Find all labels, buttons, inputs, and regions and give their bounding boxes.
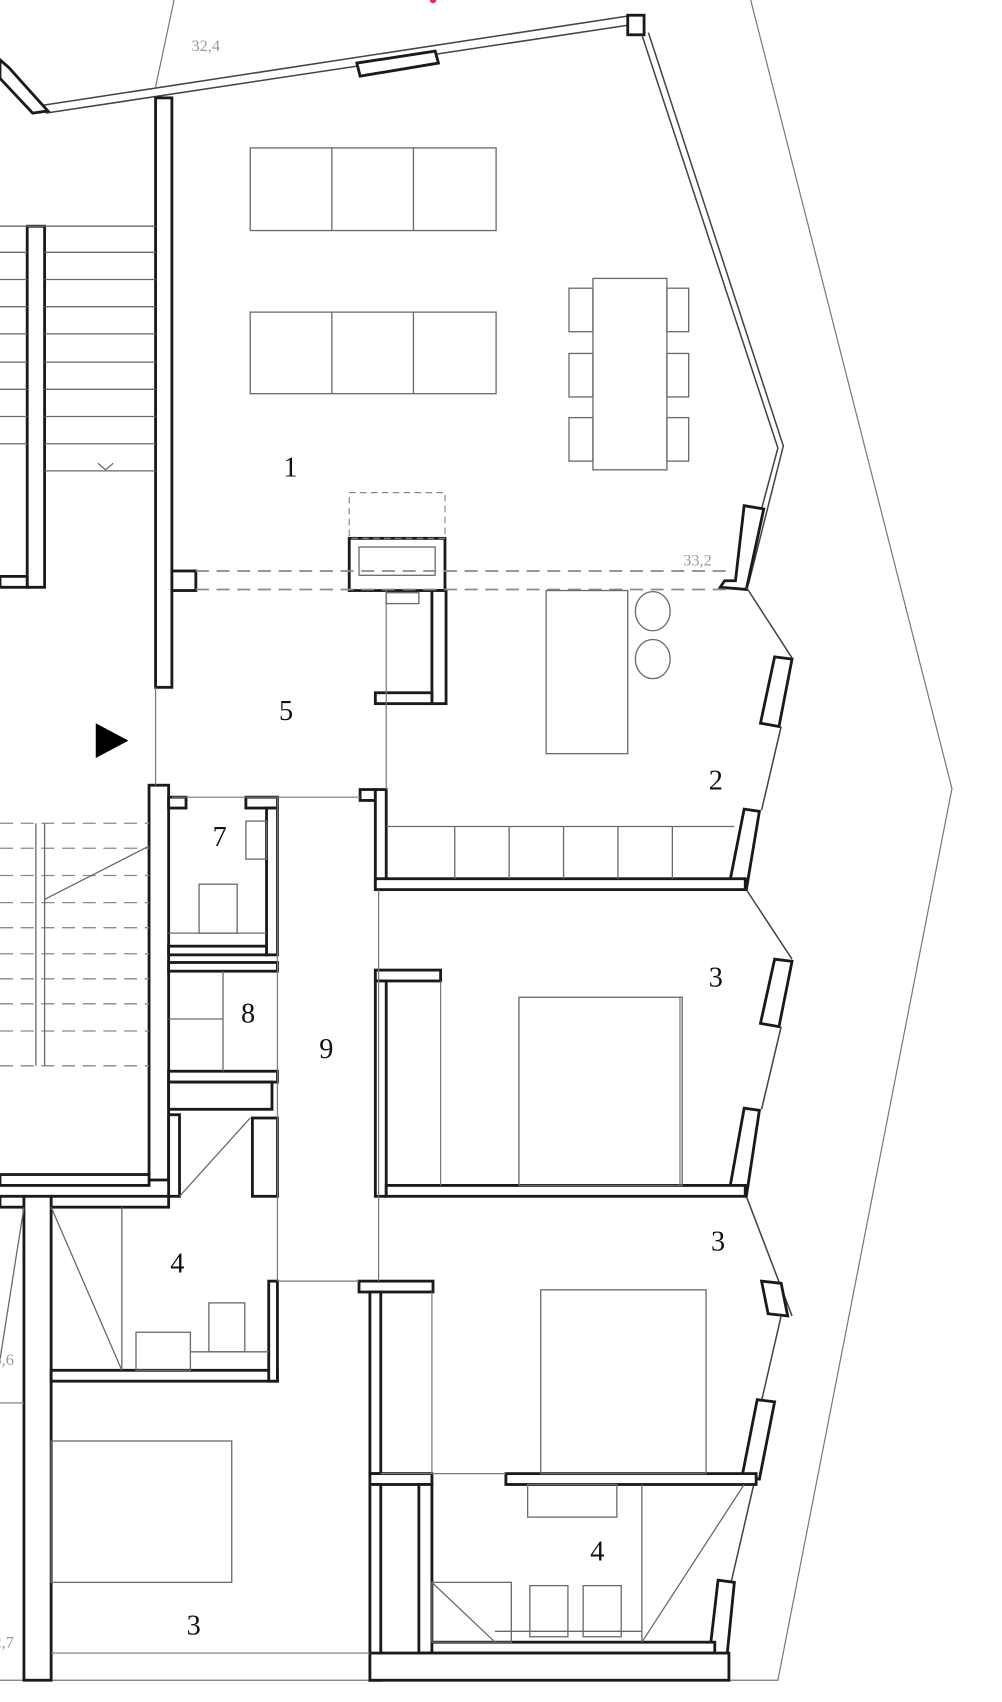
kitchen-island (385, 589, 671, 755)
room-label-storage: 8 (241, 998, 255, 1029)
walls (0, 57, 758, 1682)
north-glazing (41, 13, 646, 114)
bath-left-fixtures (0, 1206, 269, 1371)
elevation-left-mid: 5,6 (0, 1350, 14, 1369)
room-label-entrance: 5 (279, 696, 293, 727)
east-glazing (641, 32, 794, 1661)
room-label-bath-right: 4 (590, 1537, 604, 1568)
thin-lines (0, 590, 681, 1654)
room-label-bath-left: 4 (170, 1248, 184, 1279)
bed-upper (518, 996, 683, 1187)
room-label-living: 1 (283, 452, 297, 483)
bed-middle (540, 1289, 707, 1475)
stair-lower (0, 822, 150, 1067)
dashed-beams (195, 492, 727, 591)
dining-table (568, 277, 690, 471)
accent-mark (429, 0, 437, 4)
sofa-lower (249, 311, 497, 395)
wc-fixtures (168, 820, 268, 1197)
room-label-hall: 9 (319, 1034, 333, 1065)
elevation-north: 32,4 (191, 36, 220, 55)
room-label-bedroom-upper: 3 (709, 962, 723, 993)
stair-upper (0, 225, 156, 472)
kitchen-counter (386, 825, 735, 879)
bed-lower-left (50, 1440, 233, 1584)
room-label-bedroom-lower-left: 3 (187, 1611, 201, 1642)
room-label-kitchen: 2 (709, 766, 723, 797)
elevation-east: 33,2 (683, 551, 712, 570)
sofa-upper (249, 147, 497, 232)
room-label-wc: 7 (213, 822, 227, 853)
entry-arrow-icon (95, 723, 129, 759)
bath-right-fixtures (431, 1483, 745, 1643)
room-label-bedroom-middle: 3 (711, 1227, 725, 1258)
elevation-left-bottom: 2,7 (0, 1633, 14, 1652)
